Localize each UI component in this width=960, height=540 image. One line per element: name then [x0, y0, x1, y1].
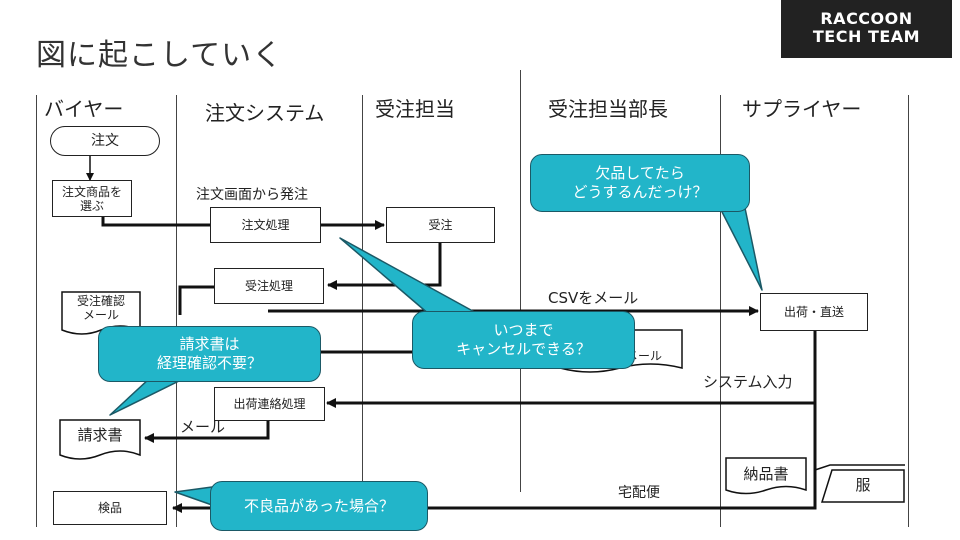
select-product-box: 注文商品を 選ぶ: [52, 180, 132, 217]
flow-arrow: [327, 243, 442, 290]
confirm-mail-doc: 受注確認 メール: [62, 292, 140, 322]
label-courier: 宅配便: [618, 485, 660, 501]
bubble-out-of-stock: 欠品してたら どうするんだっけ？: [530, 154, 750, 212]
lane-header-buyer: バイヤー: [44, 97, 124, 121]
inspect-box: 検品: [53, 491, 167, 525]
bubble-defective-text: 不良品があった場合？: [243, 496, 394, 515]
ship-direct-box: 出荷・直送: [760, 293, 868, 331]
clothes-shape: [820, 469, 905, 503]
lane-divider: [908, 95, 909, 527]
invoice-doc: 請求書: [60, 420, 140, 450]
invoice-label: 請求書: [77, 426, 123, 444]
receive-process-box: 受注処理: [214, 268, 324, 304]
label-order-from-screen: 注文画面から発注: [196, 187, 308, 203]
label-system-input: システム入力: [703, 373, 793, 391]
delivery-note-label: 納品書: [743, 465, 789, 483]
logo-line2: TECH TEAM: [812, 27, 921, 46]
lane-divider: [36, 95, 37, 527]
csv-mail-doc: メール: [560, 330, 682, 366]
label-csv-mail: CSVをメール: [548, 289, 639, 307]
lane-header-order-manager: 受注担当部長: [548, 97, 668, 121]
flow-line: [814, 464, 905, 471]
bubble-tail-defective: [174, 486, 213, 506]
raccoon-tech-team-logo: RACCOON TECH TEAM: [781, 0, 952, 58]
flow-line: [101, 217, 210, 227]
bubble-tail-cancel: [339, 237, 481, 316]
ship-notice-box: 出荷連絡処理: [214, 387, 325, 421]
logo-line1: RACCOON: [820, 9, 913, 28]
bubble-invoice-check: 請求書は 経理確認不要？: [98, 326, 321, 382]
flow-line: [178, 285, 214, 315]
bubble-cancel-text: いつまで キャンセルできる？: [456, 321, 591, 358]
lane-header-order-staff: 受注担当: [375, 97, 455, 121]
lane-divider: [176, 95, 177, 527]
confirm-mail-label: 受注確認 メール: [76, 294, 125, 322]
lane-header-supplier: サプライヤー: [742, 97, 862, 121]
bubble-invoice-check-text: 請求書は 経理確認不要？: [156, 335, 262, 372]
delivery-note-doc-shape: [725, 457, 807, 495]
select-product-label: 注文商品を 選ぶ: [61, 184, 122, 213]
start-terminator: 注文: [50, 126, 160, 156]
invoice-doc-shape: [59, 419, 141, 460]
receive-order-box: 受注: [386, 207, 495, 243]
clothes-label: 服: [855, 476, 871, 494]
lane-divider: [520, 70, 521, 492]
order-process-box: 注文処理: [210, 207, 321, 243]
bubble-tail-out-of-stock: [719, 207, 763, 291]
bubble-cancel: いつまで キャンセルできる？: [412, 311, 635, 369]
flow-arrow: [144, 420, 270, 443]
bubble-defective: 不良品があった場合？: [210, 481, 428, 531]
label-mail: メール: [180, 418, 226, 436]
bubble-out-of-stock-text: 欠品してたら どうするんだっけ？: [572, 164, 708, 201]
lane-header-order-system: 注文システム: [205, 101, 325, 125]
csv-mail-doc-label: メール: [626, 349, 663, 363]
delivery-note-doc: 納品書: [726, 458, 806, 488]
clothes-doc: 服: [822, 470, 904, 502]
bubble-tail-invoice: [109, 377, 186, 416]
page-title: 図に起こしていく: [36, 38, 284, 73]
